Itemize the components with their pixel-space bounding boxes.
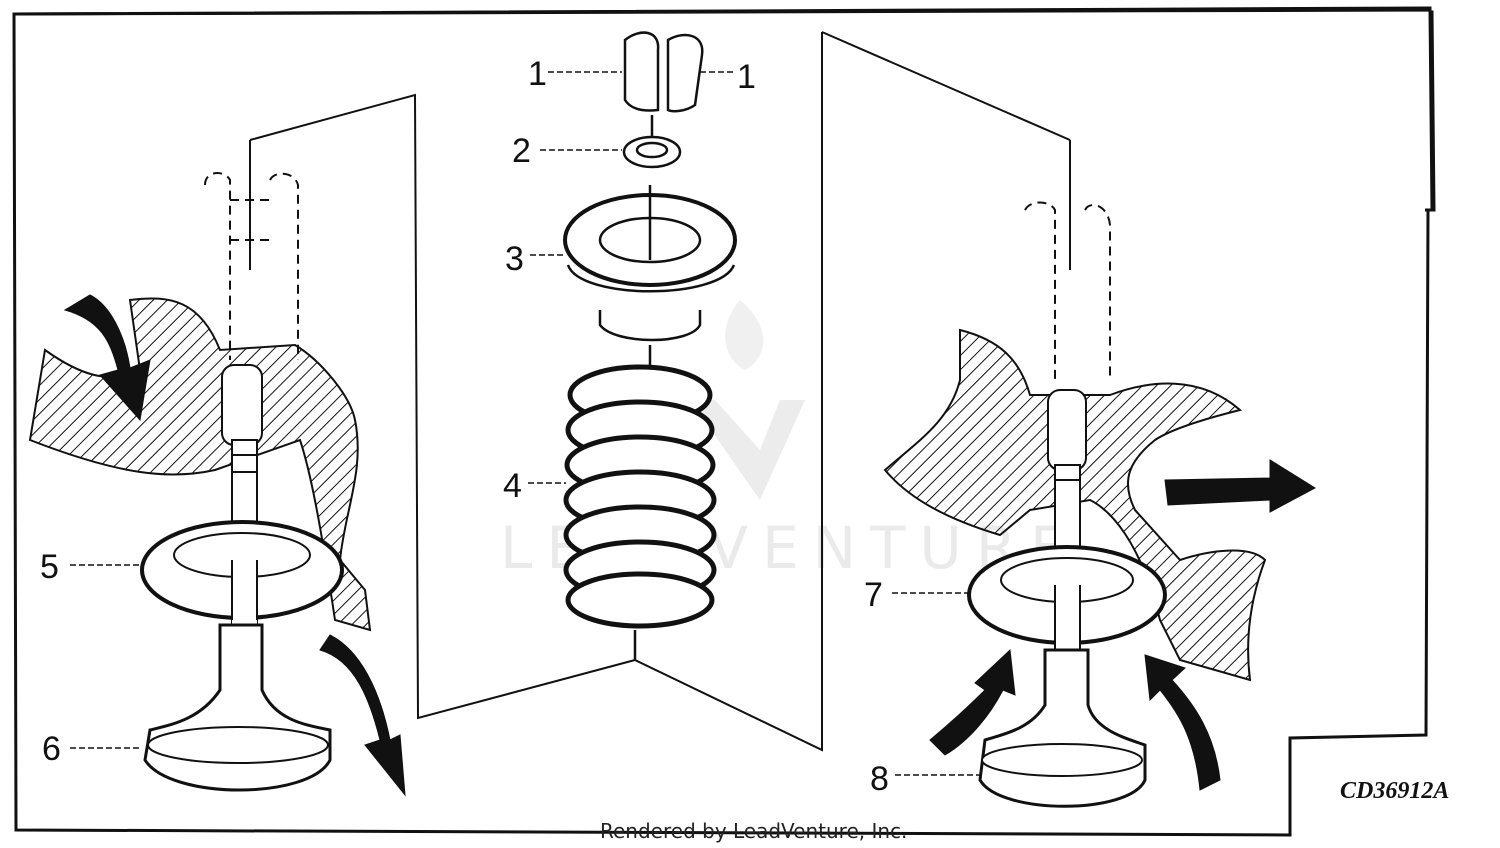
- valve-washer: [622, 135, 682, 169]
- left-flow-arrows: [63, 294, 406, 797]
- callout-labels: 1 1 2 3 4 5 6 7 8: [40, 55, 889, 798]
- right-panel-exhaust: [634, 31, 1267, 808]
- callout-1-left: 1: [528, 55, 547, 93]
- diagram-frame: [13, 6, 1436, 212]
- render-credit: Rendered by LeadVenture, Inc.: [600, 819, 907, 843]
- right-flow-arrows: [929, 459, 1316, 791]
- diagram-border: [12, 8, 1434, 837]
- callout-4: 4: [503, 467, 522, 505]
- callout-5: 5: [40, 548, 59, 586]
- center-exploded-parts: [563, 31, 737, 660]
- callout-8: 8: [870, 760, 889, 798]
- left-panel-intake: [28, 93, 636, 792]
- callout-2: 2: [512, 132, 531, 170]
- figure-code: CD36912A: [1340, 778, 1449, 804]
- callout-1-right: 1: [737, 58, 756, 96]
- valve-keeper-right: [666, 33, 704, 113]
- callout-7: 7: [864, 576, 883, 614]
- callout-leaders: [70, 71, 980, 776]
- callout-6: 6: [42, 730, 61, 768]
- callout-3: 3: [505, 240, 524, 278]
- valve-keeper-left: [623, 31, 660, 112]
- valve-spring: [563, 364, 717, 629]
